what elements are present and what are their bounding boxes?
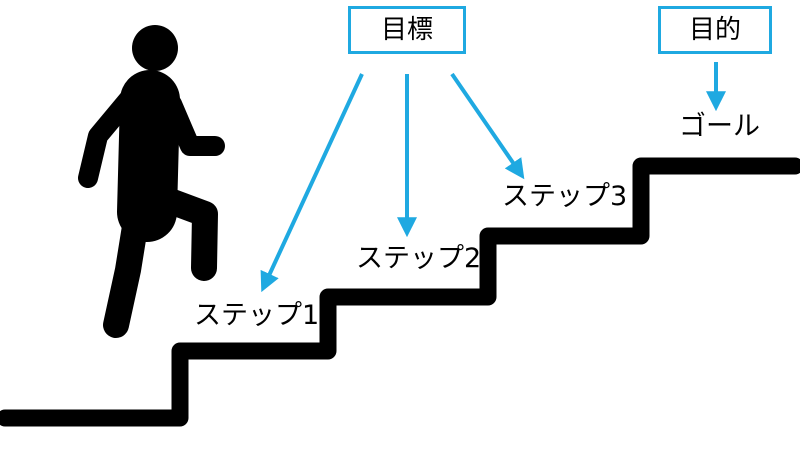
goal-box: 目標 — [348, 6, 466, 54]
arrow-to-step1 — [260, 73, 364, 293]
staircase — [0, 157, 800, 427]
goal-end-label: ゴール — [679, 111, 760, 142]
person-torso — [117, 70, 180, 242]
purpose-box-label: 目的 — [688, 15, 741, 45]
purpose-box: 目的 — [658, 6, 772, 54]
person-front-arm — [162, 94, 225, 156]
person-head — [132, 25, 178, 71]
person-climbing-stairs-icon — [78, 25, 225, 338]
arrow-to-step3 — [450, 72, 525, 180]
step3-label: ステップ3 — [502, 181, 628, 212]
step1-label: ステップ1 — [194, 300, 320, 331]
person-front-leg — [149, 185, 218, 281]
goal-box-label: 目標 — [380, 15, 433, 45]
person-back-arm — [78, 90, 138, 188]
person-back-leg — [103, 195, 151, 338]
step2-label: ステップ2 — [356, 243, 482, 274]
